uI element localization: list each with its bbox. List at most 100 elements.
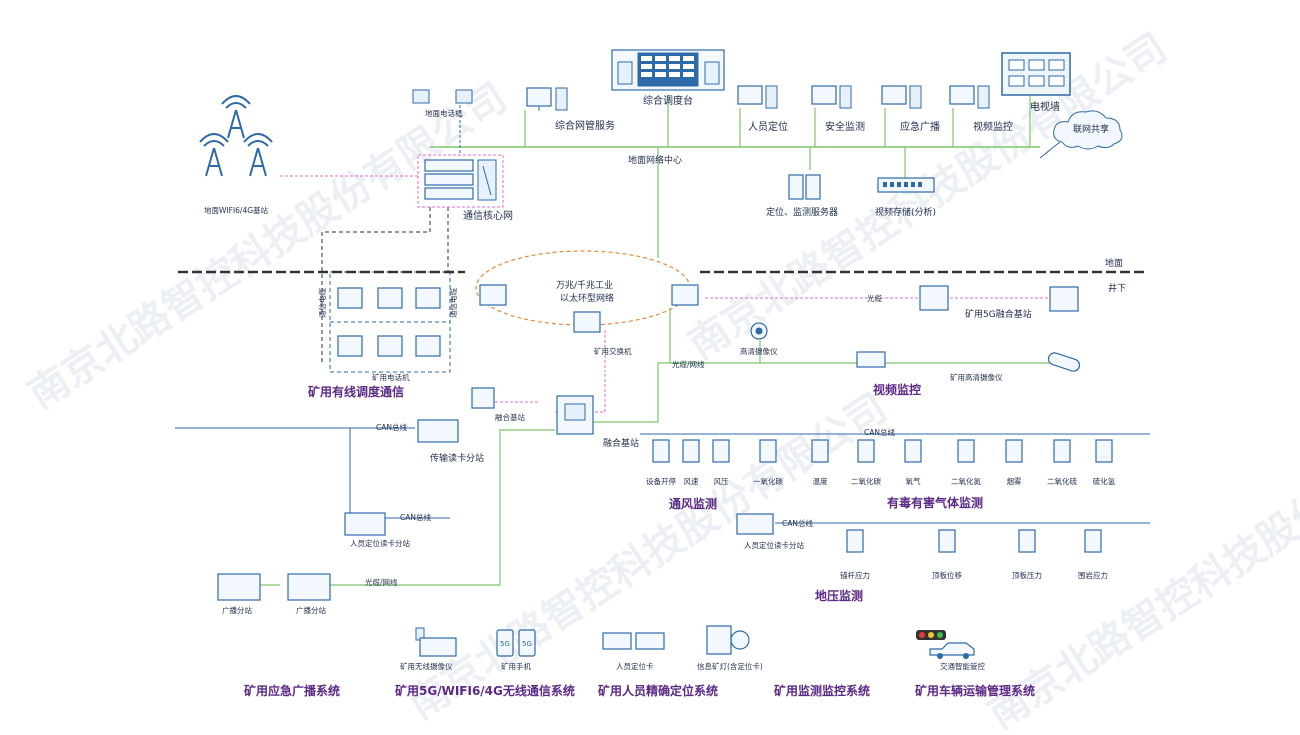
label-fiber: 光缆 <box>867 293 882 303</box>
label-comm-cable-right: 通信电缆 <box>448 288 458 318</box>
label-integrated-dispatch: 综合调度台 <box>643 94 693 107</box>
label-network-mgmt: 综合网管服务 <box>555 119 615 132</box>
label-traffic-control: 交通智能管控 <box>940 661 985 671</box>
system-monitoring: 矿用监测监控系统 <box>774 683 870 698</box>
label-broadcast-2: 广播分站 <box>296 605 326 615</box>
mine-5g-fusion-station: 矿用5G融合基站 <box>919 285 1079 320</box>
wireless-camera: 矿用无线摄像仪 <box>400 627 457 671</box>
sensor-device <box>1005 439 1023 463</box>
sensor-device <box>811 439 829 463</box>
sensor-label: 烟雾 <box>1007 477 1022 486</box>
label-fusion-station: 融合基站 <box>603 437 639 449</box>
label-personnel-loc-card: 人员定位卡 <box>616 661 654 671</box>
sensor-label: 锚杆应力 <box>840 570 870 580</box>
label-can-bus-right: CAN总线 <box>864 427 895 437</box>
sensor-label: 围岩应力 <box>1078 570 1108 580</box>
system-positioning: 矿用人员精确定位系统 <box>598 683 718 698</box>
sensor-device <box>712 439 730 463</box>
sensor-device <box>1018 529 1036 553</box>
label-fiber-network2: 光缆/网线 <box>365 577 398 587</box>
sensor-device <box>1084 529 1102 553</box>
computer-emergency-broadcast: 应急广播 <box>881 85 940 133</box>
transmission-card-reader: CAN总线 传输读卡分站 <box>376 419 484 464</box>
label-emergency-broadcast: 应急广播 <box>900 120 940 133</box>
label-safety-monitor: 安全监测 <box>825 120 865 133</box>
label-personnel-card: 人员定位读卡分站 <box>350 538 410 548</box>
label-ring-line1: 万兆/千兆工业 <box>556 280 613 291</box>
sensor-label: 二氧化氮 <box>951 476 981 486</box>
badge-5g-left: 5G <box>500 640 510 648</box>
system-broadcast: 矿用应急广播系统 <box>244 683 340 698</box>
personnel-card-reader-left: CAN总线 人员定位读卡分站 <box>344 512 431 548</box>
sensor-label: 二氧化碳 <box>851 476 881 486</box>
sensor-label: 风速 <box>684 477 699 486</box>
label-can-bus-left: CAN总线 <box>376 422 407 432</box>
mine-5g-phone: 5G 5G 矿用手机 <box>496 629 536 671</box>
sensor-label: 一氧化碳 <box>753 476 783 486</box>
label-surface: 地面 <box>1105 257 1123 269</box>
sensor-label: 顶板位移 <box>932 570 962 580</box>
watermark-text: 南京北路智控科技股份有限公司 <box>680 25 1175 369</box>
label-mine-phone-5g: 矿用手机 <box>501 661 531 671</box>
cloud-icon: 联网共享 <box>1039 110 1123 159</box>
label-location-servers: 定位、监测服务器 <box>766 206 838 218</box>
section-pressure-monitor: 地压监测 <box>815 588 863 603</box>
location-monitor-servers: 定位、监测服务器 <box>766 174 838 218</box>
label-ground-phone: 地面电话机 <box>425 108 463 118</box>
system-titles: 矿用应急广播系统 矿用5G/WIFI6/4G无线通信系统 矿用人员精确定位系统 … <box>244 683 1035 698</box>
label-fusion-small: 融合基站 <box>495 412 525 422</box>
gas-sensors: 二氧化碳氧气二氧化氮烟雾二氧化硫硫化氢 <box>851 439 1116 486</box>
section-wired-dispatch: 矿用有线调度通信 <box>308 384 404 399</box>
fusion-station-main: 融合基站 <box>556 395 639 449</box>
label-wifi-station: 地面WIFI6/4G基站 <box>204 205 269 215</box>
ground-phones: 地面电话机 <box>412 89 473 118</box>
sensor-device <box>759 439 777 463</box>
sensor-device <box>1095 439 1113 463</box>
sensor-label: 风压 <box>714 477 729 486</box>
surface-divider: 地面 井下 <box>178 257 1148 294</box>
section-ventilation-monitor: 通风监测 <box>669 496 717 511</box>
pressure-sensors: 锚杆应力 顶板位移 顶板压力 围岩应力 <box>840 529 1108 580</box>
ventilation-sensors: 设备开停风速风压一氧化碳温度 <box>646 439 829 486</box>
label-cap-lamp: 信息矿灯(含定位卡) <box>697 661 763 671</box>
sensor-label: 设备开停 <box>646 476 676 486</box>
sensor-label: 顶板压力 <box>1012 570 1042 580</box>
label-ring-line2: 以太环型网络 <box>560 292 614 304</box>
label-transmission-card: 传输读卡分站 <box>430 452 484 464</box>
label-fiber-network: 光缆/网线 <box>672 359 705 369</box>
traffic-control: 交通智能管控 <box>916 630 985 671</box>
label-video-storage: 视频存储(分析) <box>875 206 936 218</box>
label-mine-switch: 矿用交换机 <box>594 346 632 356</box>
badge-5g-right: 5G <box>522 640 532 648</box>
label-tv-wall: 电视墙 <box>1030 100 1060 113</box>
section-video-monitoring: 视频监控 <box>873 382 921 397</box>
sensor-device <box>1053 439 1071 463</box>
sensor-device <box>938 529 956 553</box>
system-wireless: 矿用5G/WIFI6/4G无线通信系统 <box>395 683 575 698</box>
watermark-text: 南京北路智控科技股份有限公司 <box>980 395 1300 731</box>
label-mine-hd-camera: 矿用高清摄像仪 <box>950 372 1003 382</box>
sensor-label: 二氧化硫 <box>1047 476 1077 486</box>
tv-wall: 电视墙 <box>1001 52 1071 113</box>
sensor-device <box>846 529 864 553</box>
connection-lines <box>175 90 1150 586</box>
label-fusion-5g: 矿用5G融合基站 <box>965 308 1032 320</box>
label-broadcast-1: 广播分站 <box>222 605 252 615</box>
label-underground: 井下 <box>1108 282 1126 294</box>
label-internet-share: 联网共享 <box>1073 123 1109 135</box>
label-wireless-camera: 矿用无线摄像仪 <box>400 661 453 671</box>
wifi-tower-icon <box>199 95 273 177</box>
sensor-device <box>682 439 700 463</box>
label-mine-phone: 矿用电话机 <box>372 372 410 382</box>
sensor-device <box>904 439 922 463</box>
watermark-text: 南京北路智控科技股份有限公司 <box>20 75 515 419</box>
computer-video-monitor: 视频监控 <box>949 85 1013 133</box>
sensor-device <box>652 439 670 463</box>
label-hd-camera: 高清摄像仪 <box>740 346 778 356</box>
information-cap-lamp: 信息矿灯(含定位卡) <box>697 625 763 671</box>
label-video-monitor: 视频监控 <box>973 120 1013 133</box>
video-storage-device: 视频存储(分析) <box>875 177 936 218</box>
label-personnel-location: 人员定位 <box>748 120 788 133</box>
label-comm-cable-left: 通信电缆 <box>317 288 327 318</box>
